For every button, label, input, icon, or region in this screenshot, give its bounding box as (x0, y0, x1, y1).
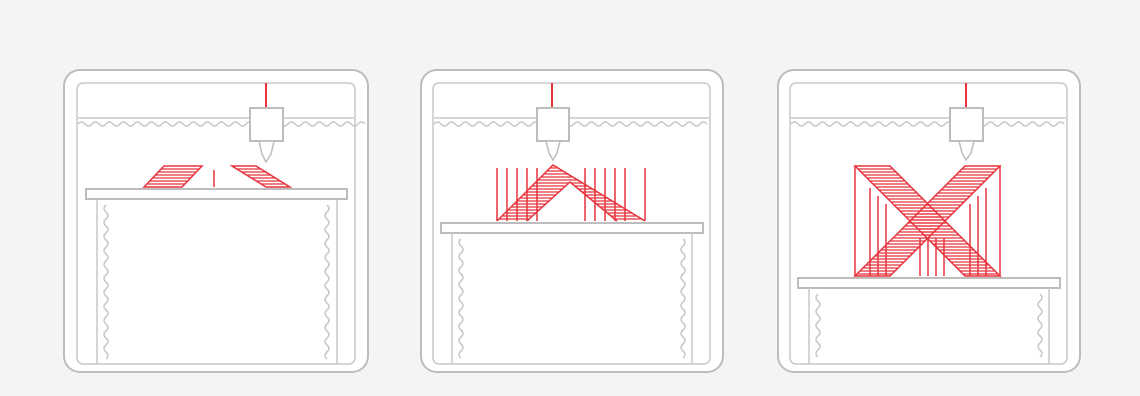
printer-panel-3 (777, 69, 1081, 373)
build-plate (797, 277, 1061, 289)
print-head (249, 107, 284, 142)
build-plate (85, 188, 348, 200)
bed-spring-right (324, 204, 330, 360)
gantry-rail-wavy (433, 121, 708, 127)
bed-spring-left (103, 204, 109, 360)
printer-frame (777, 69, 1081, 373)
gantry-rail-wavy (77, 121, 366, 127)
bed-spring-right (1037, 293, 1043, 358)
print-nozzle (545, 140, 561, 162)
bed-spring-left (815, 293, 821, 358)
print-nozzle (958, 140, 975, 162)
printer-panel-2 (420, 69, 724, 373)
printer-frame (63, 69, 369, 373)
printer-frame-inner (789, 82, 1068, 365)
build-plate (440, 222, 704, 234)
bed-spring-right (680, 238, 686, 359)
printer-frame-inner (76, 82, 356, 365)
print-head (536, 107, 570, 142)
print-head (949, 107, 984, 142)
gantry-rail-wavy (790, 121, 1065, 127)
printer-panel-1 (63, 69, 369, 373)
bed-spring-left (458, 238, 464, 359)
printer-frame-inner (432, 82, 711, 365)
print-nozzle (258, 140, 275, 164)
printer-frame (420, 69, 724, 373)
